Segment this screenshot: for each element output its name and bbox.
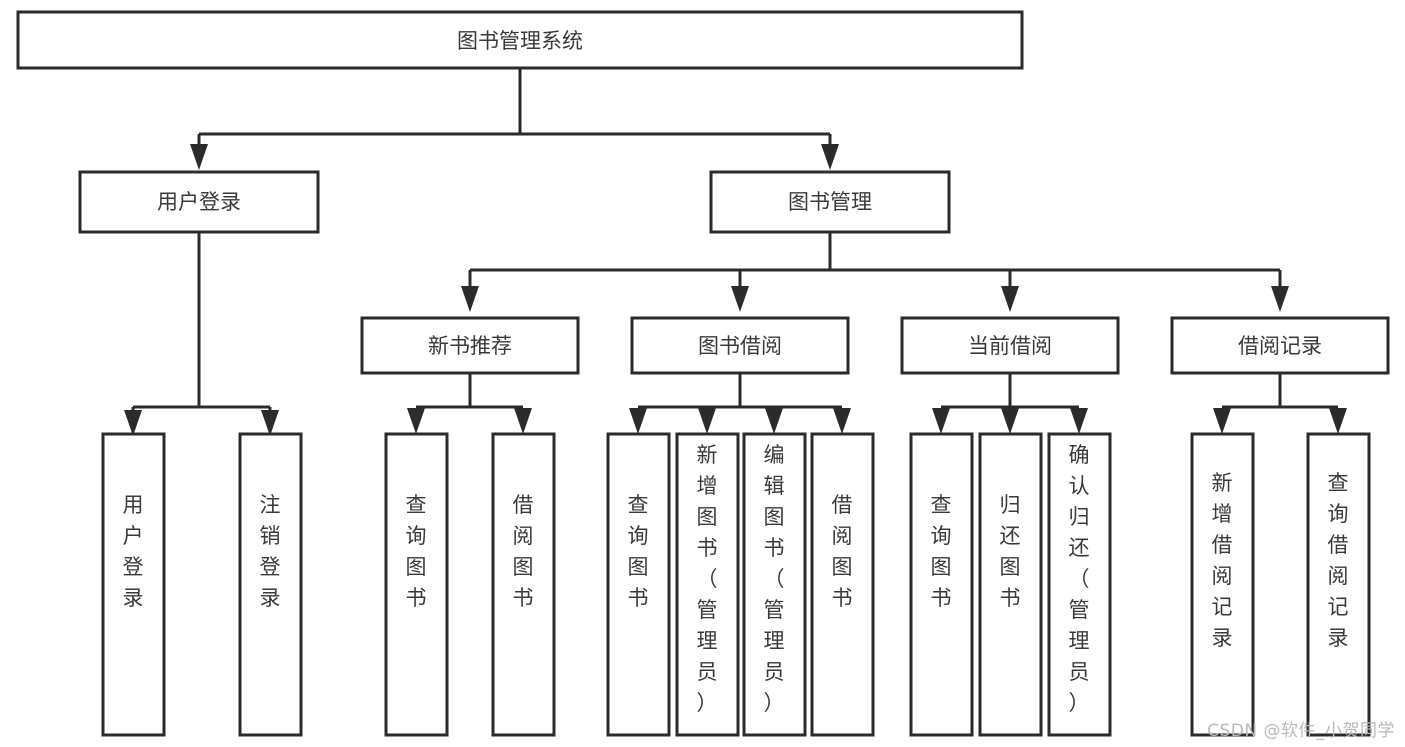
node-root-box	[16, 10, 1024, 70]
node-leaf-query-book-2-label: 查询图书	[628, 493, 649, 610]
node-leaf-query-book-1[interactable]: 查询图书	[384, 432, 449, 737]
node-leaf-return-book-label: 归还图书	[1000, 493, 1021, 610]
connector-group-user-login	[124, 232, 279, 436]
node-user-login[interactable]: 用户登录	[78, 170, 320, 234]
arrow-icon-cb-to-leaf3	[1070, 408, 1088, 434]
connector-group-root	[190, 68, 839, 170]
node-leaf-return-book[interactable]: 归还图书	[978, 432, 1043, 737]
node-user-login-box	[78, 170, 320, 234]
node-leaf-add-record-label: 新增借阅记录	[1212, 471, 1233, 650]
node-leaf-confirm-return-label: 确认归还（管理员）	[1069, 443, 1090, 715]
node-leaf-query-record-box	[1306, 432, 1371, 737]
node-leaf-return-book-box	[978, 432, 1043, 737]
node-leaf-borrow-book-1[interactable]: 借阅图书	[491, 432, 556, 737]
arrow-icon-bm-to-new-book	[461, 286, 479, 312]
arrow-icon-cb-to-leaf2	[1001, 408, 1019, 434]
node-leaf-query-book-3[interactable]: 查询图书	[909, 432, 974, 737]
node-user-login-label: 用户登录	[157, 190, 241, 214]
node-leaf-add-record-box	[1190, 432, 1255, 737]
node-current-borrow-label: 当前借阅	[968, 334, 1052, 358]
node-leaf-user-login-box	[101, 432, 166, 737]
node-borrow-record[interactable]: 借阅记录	[1170, 316, 1390, 375]
node-leaf-borrow-book-2-box	[810, 432, 875, 737]
csdn-watermark: CSDN @软件_小贺同学	[1207, 721, 1395, 741]
connector-group-new-book-recommend	[407, 373, 532, 434]
arrow-icon-cb-to-leaf1	[932, 408, 950, 434]
node-leaf-logout-label: 注销登录	[260, 493, 281, 610]
arrow-icon-bb-to-leaf3	[765, 408, 783, 434]
connector-group-book-borrow	[629, 373, 851, 434]
arrow-icon-bb-to-leaf2	[698, 408, 716, 434]
node-current-borrow[interactable]: 当前借阅	[900, 316, 1120, 375]
node-leaf-borrow-book-2-label: 借阅图书	[832, 493, 853, 610]
node-leaf-edit-book-label: 编辑图书（管理员）	[764, 443, 785, 715]
node-new-book-recommend-box	[360, 316, 580, 375]
node-leaf-logout[interactable]: 注销登录	[238, 432, 303, 737]
node-borrow-record-label: 借阅记录	[1238, 334, 1322, 358]
node-current-borrow-box	[900, 316, 1120, 375]
node-leaf-add-book-label: 新增图书（管理员）	[697, 443, 718, 715]
arrow-icon-ul-to-leaf1	[124, 410, 142, 436]
node-borrow-record-box	[1170, 316, 1390, 375]
node-leaf-query-record-label: 查询借阅记录	[1328, 471, 1349, 650]
arrow-icon-root-to-book-management	[821, 144, 839, 170]
connector-group-borrow-record	[1213, 373, 1347, 434]
node-leaf-confirm-return-box	[1047, 432, 1112, 737]
connector-group-book-management	[461, 232, 1289, 312]
arrow-icon-bm-to-current-borrow	[1001, 286, 1019, 312]
arrow-icon-ul-to-leaf2	[261, 410, 279, 436]
node-leaf-add-book[interactable]: 新增图书（管理员）	[675, 432, 740, 737]
arrow-icon-root-to-user-login	[190, 144, 208, 170]
arrow-icon-bm-to-borrow-record	[1271, 286, 1289, 312]
node-leaf-logout-box	[238, 432, 303, 737]
arrow-icon-nbr-to-leaf1	[407, 408, 425, 434]
arrow-icon-nbr-to-leaf2	[514, 408, 532, 434]
node-leaf-user-login[interactable]: 用户登录	[101, 432, 166, 737]
node-root-label: 图书管理系统	[457, 29, 583, 53]
node-leaf-borrow-book-1-box	[491, 432, 556, 737]
node-leaf-query-book-2[interactable]: 查询图书	[606, 432, 671, 737]
node-book-borrow-box	[630, 316, 850, 375]
node-leaf-borrow-book-2[interactable]: 借阅图书	[810, 432, 875, 737]
node-leaf-edit-book[interactable]: 编辑图书（管理员）	[742, 432, 807, 737]
node-leaf-query-book-1-box	[384, 432, 449, 737]
node-root[interactable]: 图书管理系统	[16, 10, 1024, 70]
arrow-icon-br-to-leaf2	[1329, 408, 1347, 434]
arrow-icon-br-to-leaf1	[1213, 408, 1231, 434]
node-book-borrow[interactable]: 图书借阅	[630, 316, 850, 375]
node-new-book-recommend[interactable]: 新书推荐	[360, 316, 580, 375]
node-leaf-query-book-3-box	[909, 432, 974, 737]
node-leaf-query-book-3-label: 查询图书	[931, 493, 952, 610]
node-leaf-add-record[interactable]: 新增借阅记录	[1190, 432, 1255, 737]
node-leaf-add-book-box	[675, 432, 740, 737]
node-leaf-query-book-2-box	[606, 432, 671, 737]
connector-group-current-borrow	[932, 373, 1088, 434]
node-leaf-query-record[interactable]: 查询借阅记录	[1306, 432, 1371, 737]
node-book-management[interactable]: 图书管理	[709, 170, 951, 234]
node-leaf-user-login-label: 用户登录	[123, 493, 144, 610]
node-book-management-label: 图书管理	[788, 190, 872, 214]
node-leaf-edit-book-box	[742, 432, 807, 737]
node-book-management-box	[709, 170, 951, 234]
node-leaf-confirm-return[interactable]: 确认归还（管理员）	[1047, 432, 1112, 737]
arrow-icon-bm-to-book-borrow	[731, 286, 749, 312]
node-book-borrow-label: 图书借阅	[698, 334, 782, 358]
node-new-book-recommend-label: 新书推荐	[428, 334, 512, 358]
arrow-icon-bb-to-leaf1	[629, 408, 647, 434]
arrow-icon-bb-to-leaf4	[833, 408, 851, 434]
node-leaf-borrow-book-1-label: 借阅图书	[513, 493, 534, 610]
node-leaf-query-book-1-label: 查询图书	[406, 493, 427, 610]
